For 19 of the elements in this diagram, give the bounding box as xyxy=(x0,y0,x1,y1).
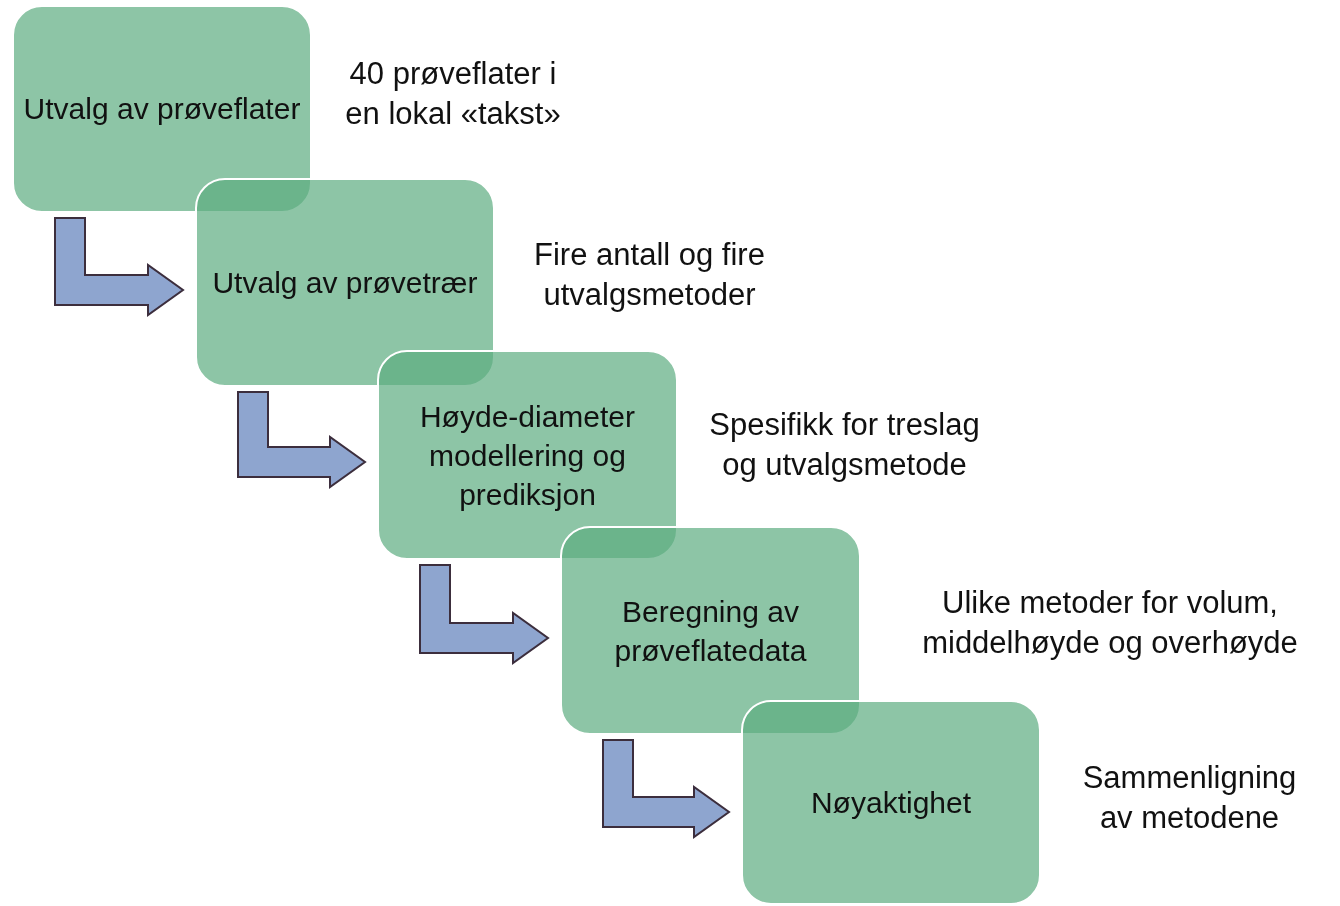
bent-arrow xyxy=(419,564,550,665)
box-label: Høyde-diameter modellering og prediksjon xyxy=(418,398,637,513)
step-note: 40 prøveflater i en lokal «takst» xyxy=(344,55,562,134)
box-label: Utvalg av prøvetrær xyxy=(212,265,478,301)
process-box xyxy=(377,350,678,560)
box-label: Nøyaktighet xyxy=(810,785,972,821)
bent-arrow xyxy=(237,391,367,489)
process-box xyxy=(560,526,861,735)
box-label: Beregning av prøveflatedata xyxy=(613,593,808,669)
process-box xyxy=(12,5,312,213)
process-box xyxy=(195,178,495,387)
process-box xyxy=(741,700,1041,905)
step-note: Fire antall og fire utvalgsmetoder xyxy=(533,236,766,315)
step-note: Ulike metoder for volum, middelhøyde og overhøyde xyxy=(921,584,1299,663)
bent-arrow xyxy=(54,217,185,317)
bent-arrow xyxy=(602,739,731,839)
step-note: Sammenligning av metodene xyxy=(1081,759,1298,838)
step-note: Spesifikk for treslag og utvalgsmetode xyxy=(708,406,981,485)
box-label: Utvalg av prøveflater xyxy=(23,90,301,127)
